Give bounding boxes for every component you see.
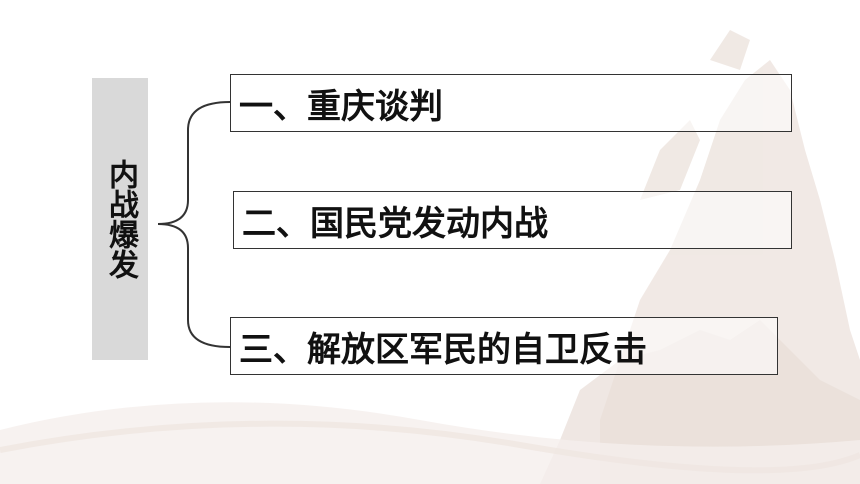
topic-box-3: 三、解放区军民的自卫反击 [230,317,778,375]
curly-brace [157,101,231,348]
topic-box-1: 一、重庆谈判 [230,74,792,132]
topic-label-1: 一、重庆谈判 [239,86,443,127]
side-title: 内战爆发 [103,159,138,279]
topic-label-2: 二、国民党发动内战 [242,203,548,244]
topic-label-3: 三、解放区军民的自卫反击 [239,329,647,370]
topic-box-2: 二、国民党发动内战 [233,191,792,249]
side-title-box: 内战爆发 [92,78,148,360]
